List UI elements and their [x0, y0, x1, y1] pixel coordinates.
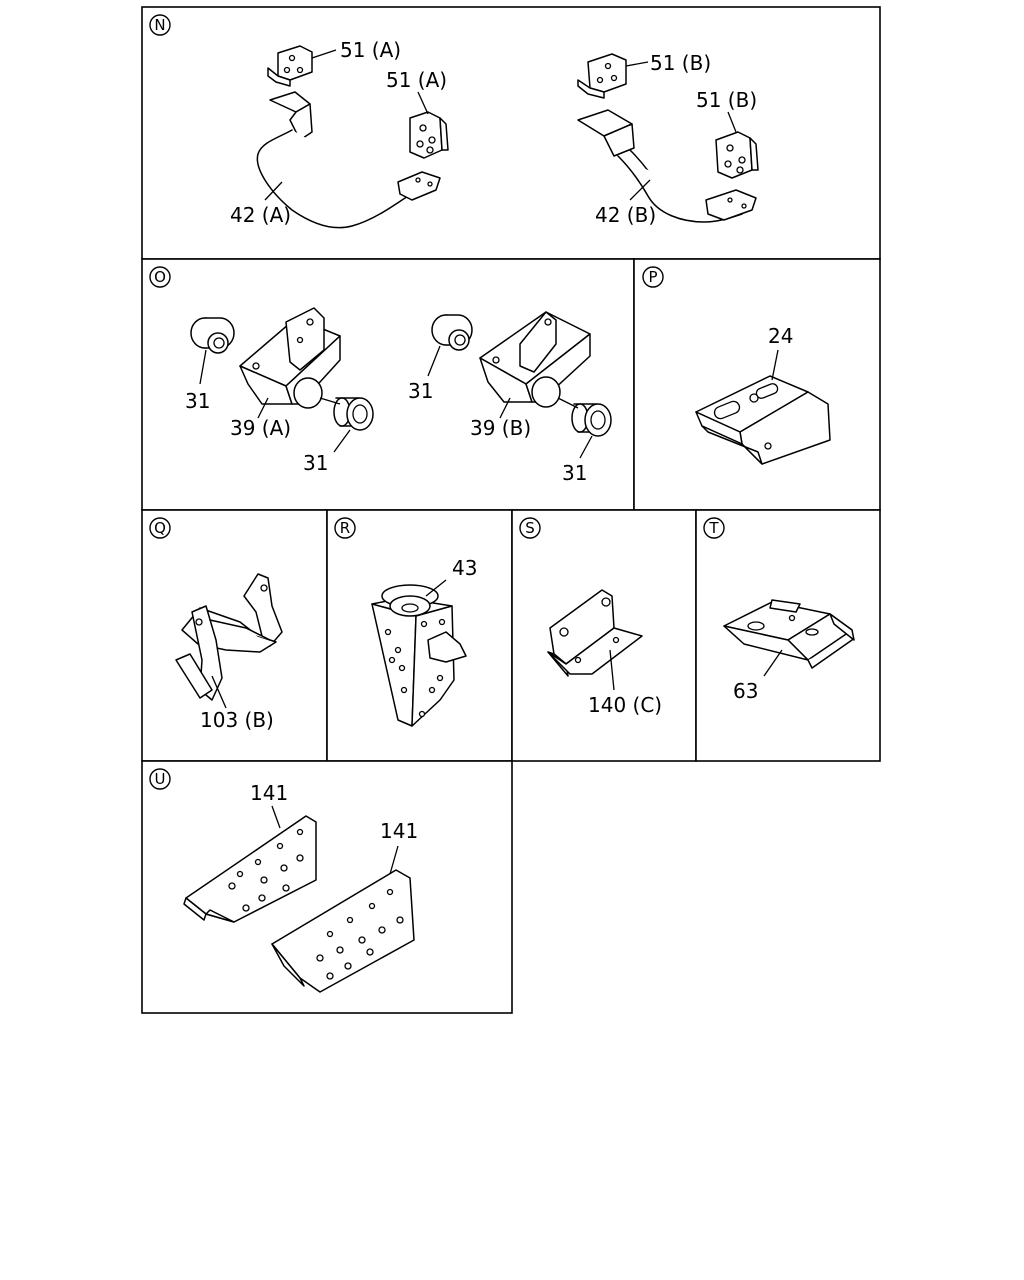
svg-text:24: 24: [768, 324, 793, 348]
panel-n: [141, 6, 881, 260]
label-103b: 103 (B): [200, 675, 274, 732]
svg-text:R: R: [340, 519, 350, 537]
bracket-39a-drawing: [239, 307, 341, 405]
label-31-o-3: 31: [408, 345, 441, 403]
bracket-51b-top-drawing: [577, 53, 627, 99]
svg-text:39 (A): 39 (A): [230, 416, 291, 440]
panel-tag-p: P: [642, 266, 664, 288]
svg-text:51 (B): 51 (B): [696, 88, 757, 112]
svg-text:43: 43: [452, 556, 477, 580]
bracket-141-lower-drawing: [271, 869, 415, 993]
label-24: 24: [768, 324, 793, 381]
bracket-63-drawing: [723, 599, 855, 669]
svg-text:N: N: [154, 16, 165, 34]
bracket-43-drawing: [371, 584, 467, 727]
label-51b-right: 51 (B): [696, 88, 757, 133]
panel-tag-s: S: [519, 517, 541, 539]
svg-text:31: 31: [185, 389, 210, 413]
svg-text:42 (B): 42 (B): [595, 203, 656, 227]
label-141-lower: 141: [380, 819, 418, 875]
bracket-140c-drawing: [547, 589, 643, 677]
svg-text:51 (A): 51 (A): [386, 68, 447, 92]
svg-text:63: 63: [733, 679, 758, 703]
panel-tag-n: N: [149, 14, 171, 36]
panel-tag-t: T: [703, 517, 725, 539]
svg-text:51 (B): 51 (B): [650, 51, 711, 75]
label-63: 63: [733, 649, 783, 703]
svg-text:140 (C): 140 (C): [588, 693, 662, 717]
bracket-24-drawing: [695, 375, 831, 465]
label-140c: 140 (C): [588, 649, 662, 717]
svg-text:31: 31: [408, 379, 433, 403]
svg-text:103 (B): 103 (B): [200, 708, 274, 732]
bushing-31-right-top-drawing: [431, 314, 473, 351]
svg-text:39 (B): 39 (B): [470, 416, 531, 440]
crossmember-42b-drawing: [577, 109, 757, 223]
panel-o: [141, 258, 635, 511]
label-141-upper: 141: [250, 781, 288, 829]
bracket-51a-right-drawing: [409, 111, 449, 159]
bushing-31-right-bottom-drawing: [531, 376, 612, 437]
panel-tag-q: Q: [149, 517, 171, 539]
svg-text:T: T: [708, 519, 719, 537]
label-31-o-1: 31: [185, 349, 210, 413]
svg-text:31: 31: [562, 461, 587, 485]
svg-text:P: P: [648, 268, 657, 286]
crossmember-42a-drawing: [256, 91, 441, 229]
label-39b: 39 (B): [470, 397, 531, 440]
svg-text:Q: Q: [154, 519, 166, 537]
bracket-51a-top-drawing: [267, 45, 313, 87]
label-39a: 39 (A): [230, 397, 291, 440]
bushing-31-left-top-drawing: [190, 317, 235, 354]
svg-text:42 (A): 42 (A): [230, 203, 291, 227]
label-51b-top: 51 (B): [625, 51, 711, 75]
label-42b: 42 (B): [595, 179, 656, 227]
svg-text:U: U: [155, 770, 166, 788]
svg-text:S: S: [525, 519, 535, 537]
svg-text:O: O: [154, 268, 166, 286]
panel-tag-o: O: [149, 266, 171, 288]
label-43: 43: [425, 556, 477, 597]
svg-text:31: 31: [303, 451, 328, 475]
label-42a: 42 (A): [230, 181, 291, 227]
label-51a-top: 51 (A): [311, 38, 401, 62]
svg-text:51 (A): 51 (A): [340, 38, 401, 62]
bushing-31-left-bottom-drawing: [293, 377, 374, 431]
bracket-103b-drawing: [175, 573, 283, 701]
svg-text:141: 141: [380, 819, 418, 843]
panel-tag-r: R: [334, 517, 356, 539]
label-51a-right: 51 (A): [386, 68, 447, 115]
label-31-o-2: 31: [303, 429, 351, 475]
bracket-141-upper-drawing: [183, 815, 317, 923]
bracket-51b-right-drawing: [715, 131, 759, 179]
svg-text:141: 141: [250, 781, 288, 805]
label-31-o-4: 31: [562, 435, 593, 485]
panel-tag-u: U: [149, 768, 171, 790]
